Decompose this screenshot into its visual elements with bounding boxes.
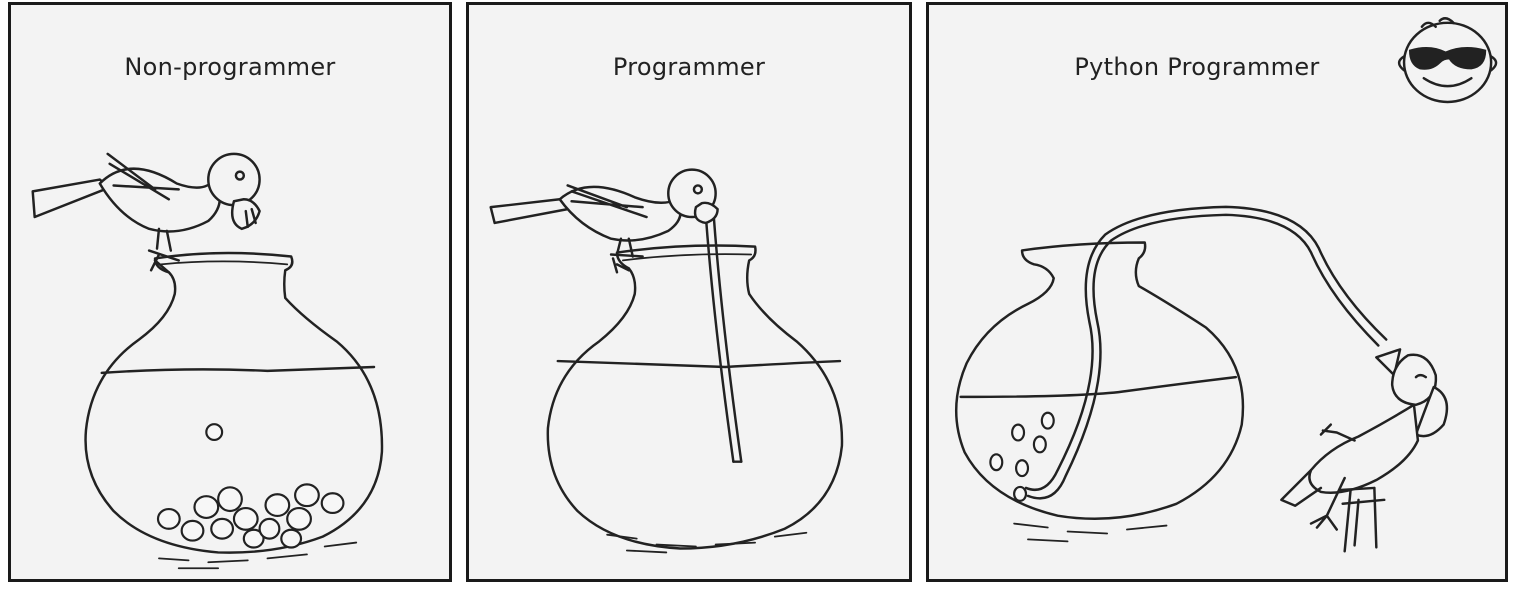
pot-icon: [546, 244, 844, 554]
panel-illustration: [954, 17, 1498, 553]
bird-icon: [1280, 348, 1449, 553]
panel-illustration: [31, 152, 384, 570]
panel-title: Non-programmer: [124, 53, 336, 81]
panel-programmer: Programmer: [466, 2, 912, 582]
bird-icon: [31, 152, 261, 274]
panel-title: Python Programmer: [1074, 53, 1320, 81]
straw-icon: [1024, 205, 1388, 500]
pebbles: [989, 411, 1055, 502]
panel-python-programmer: Python Programmer: [926, 2, 1508, 582]
panel-non-programmer: Non-programmer: [8, 2, 452, 582]
sunglasses-face-icon: [1397, 17, 1498, 104]
straw-icon: [704, 213, 743, 463]
panel-illustration: [489, 168, 844, 554]
bird-icon: [489, 168, 719, 274]
pot-icon: [954, 241, 1245, 543]
panel-title: Programmer: [612, 53, 766, 81]
pebbles: [156, 423, 345, 549]
